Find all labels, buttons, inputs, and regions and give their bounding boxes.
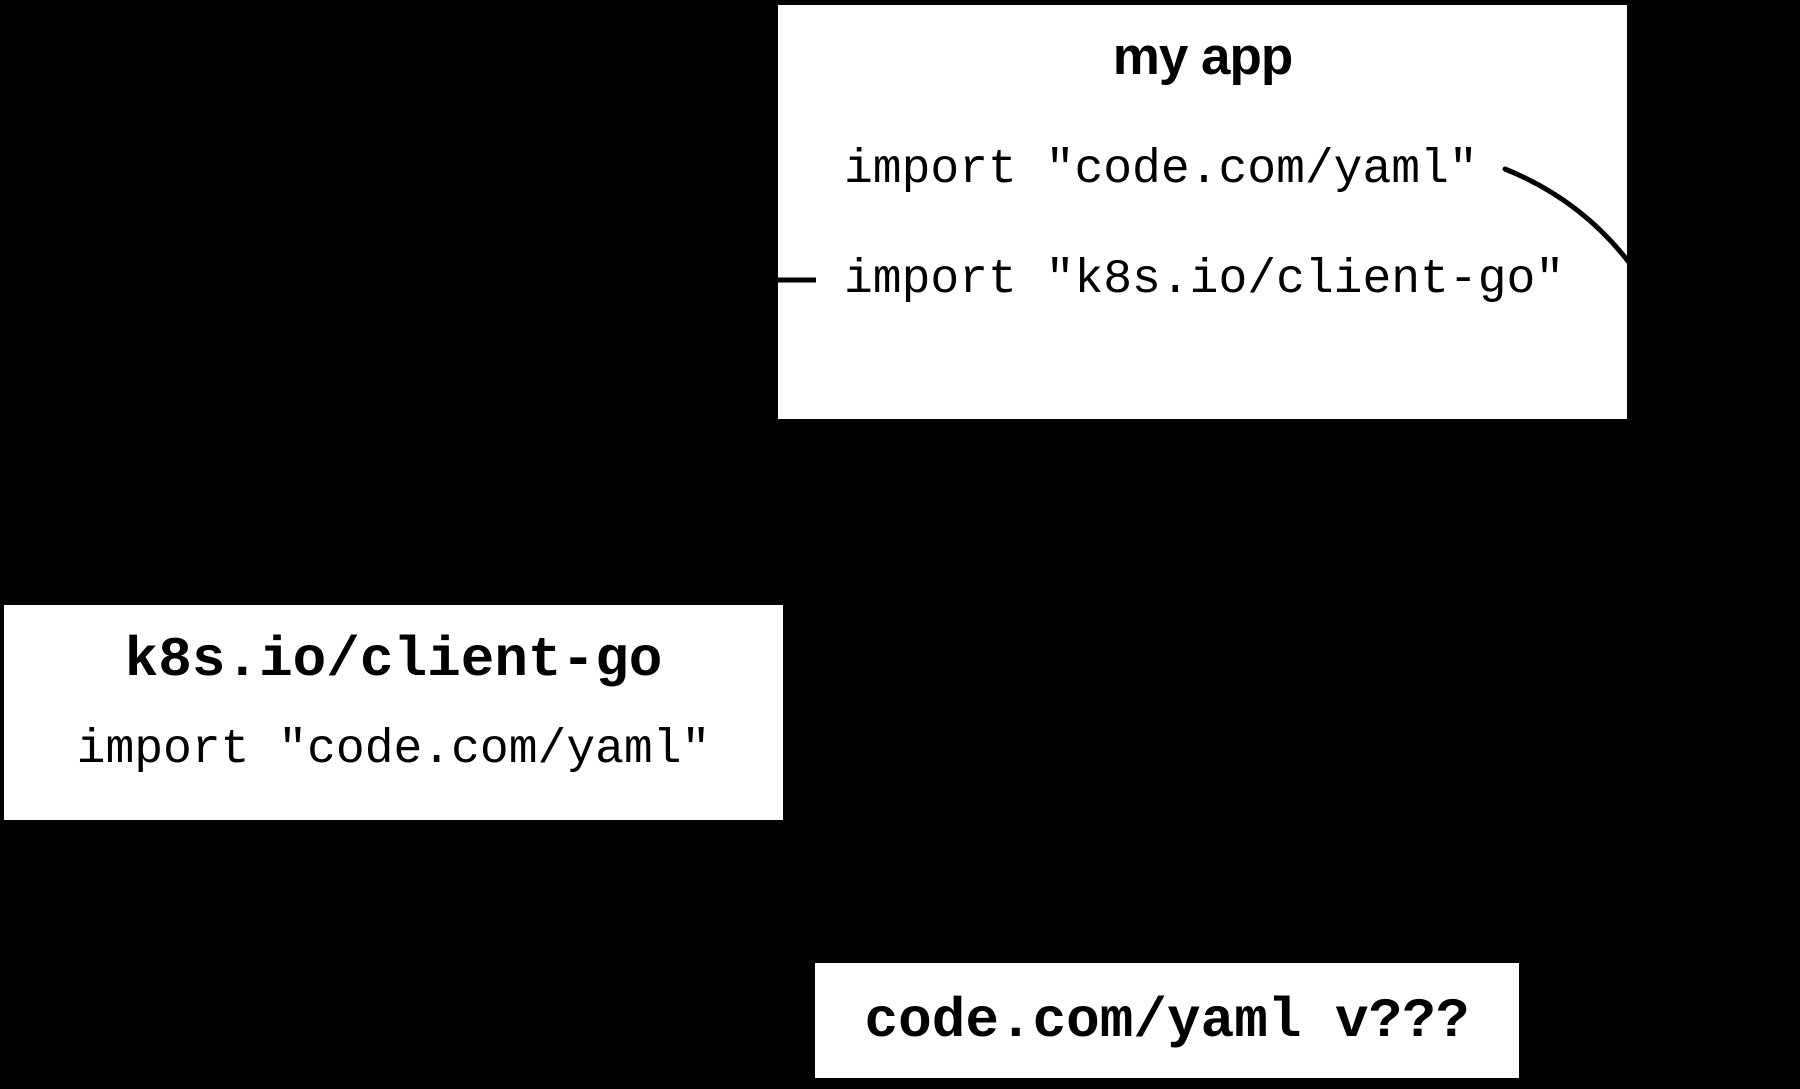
client-go-import-yaml: import "code.com/yaml" <box>76 723 711 777</box>
module-box-my-app: my app import "code.com/yaml" import "k8… <box>778 5 1627 419</box>
my-app-import-client-go: import "k8s.io/client-go" <box>844 253 1565 307</box>
my-app-import-yaml: import "code.com/yaml" <box>844 143 1478 197</box>
module-box-client-go: k8s.io/client-go import "code.com/yaml" <box>4 605 783 820</box>
module-box-yaml: code.com/yaml v??? <box>815 963 1519 1078</box>
yaml-version-title: code.com/yaml v??? <box>864 988 1470 1053</box>
client-go-title: k8s.io/client-go <box>124 628 663 692</box>
my-app-title: my app <box>1112 27 1294 86</box>
